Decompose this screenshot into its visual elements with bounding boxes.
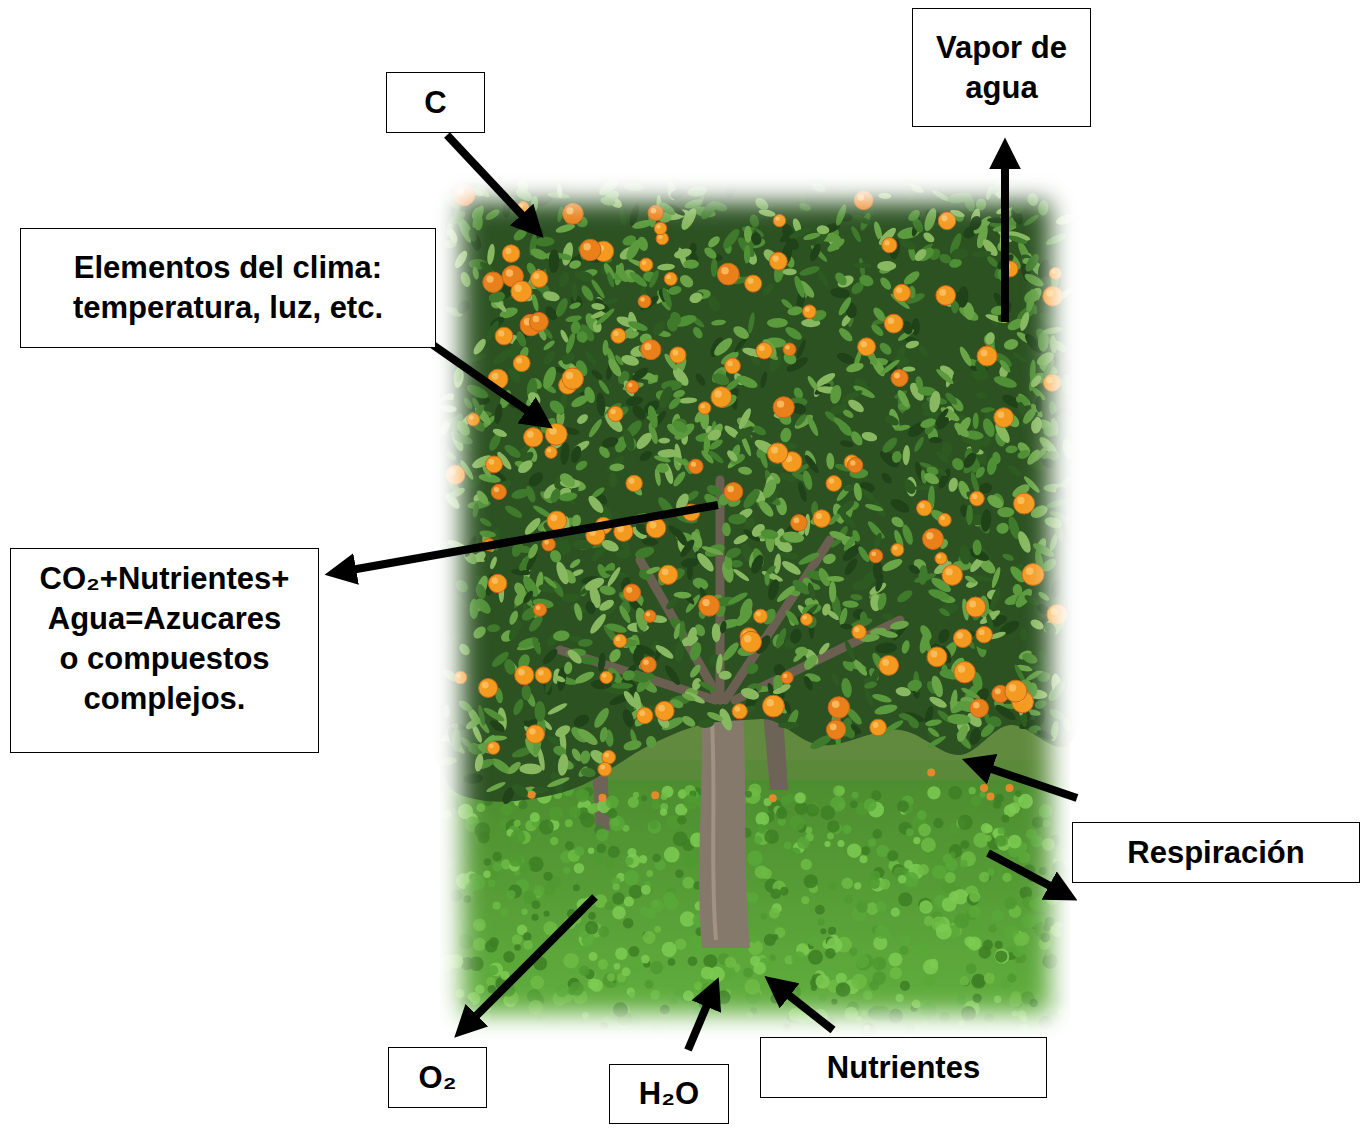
- label-box: Vapor de agua: [912, 8, 1091, 127]
- label-box: Elementos del clima: temperatura, luz, e…: [20, 228, 436, 348]
- label-text: H₂O: [639, 1074, 699, 1114]
- leader-arrow: [1001, 147, 1009, 322]
- leader-arrow: [971, 762, 1077, 798]
- label-box: Nutrientes: [760, 1037, 1047, 1098]
- label-box: H₂O: [609, 1064, 729, 1124]
- label-box: C: [386, 72, 485, 133]
- label-text: C: [424, 83, 446, 123]
- label-box: O₂: [388, 1047, 487, 1108]
- leader-arrow: [433, 345, 545, 423]
- leader-arrow: [772, 982, 833, 1030]
- clover: [439, 783, 1069, 1037]
- leader-arrow: [447, 135, 537, 231]
- leader-arrow: [334, 505, 718, 573]
- leader-arrow: [688, 986, 715, 1050]
- label-text: Elementos del clima: temperatura, luz, e…: [31, 248, 425, 328]
- label-text: Respiración: [1127, 833, 1304, 873]
- grass: [440, 760, 1070, 1040]
- label-text: Nutrientes: [827, 1048, 980, 1088]
- trunk: [699, 690, 750, 948]
- tree-photo: [391, 109, 1122, 1040]
- leaves: [435, 175, 1077, 806]
- leader-arrow: [461, 897, 595, 1031]
- leader-arrow: [988, 853, 1069, 896]
- label-text: O₂: [419, 1058, 457, 1098]
- label-text: CO₂+Nutrientes+ Agua=Azucares o compuest…: [35, 559, 294, 719]
- label-box: Respiración: [1072, 822, 1360, 883]
- oranges: [446, 185, 1067, 803]
- label-text: Vapor de agua: [919, 28, 1084, 108]
- label-box: CO₂+Nutrientes+ Agua=Azucares o compuest…: [10, 548, 319, 753]
- canopy: [391, 109, 1122, 802]
